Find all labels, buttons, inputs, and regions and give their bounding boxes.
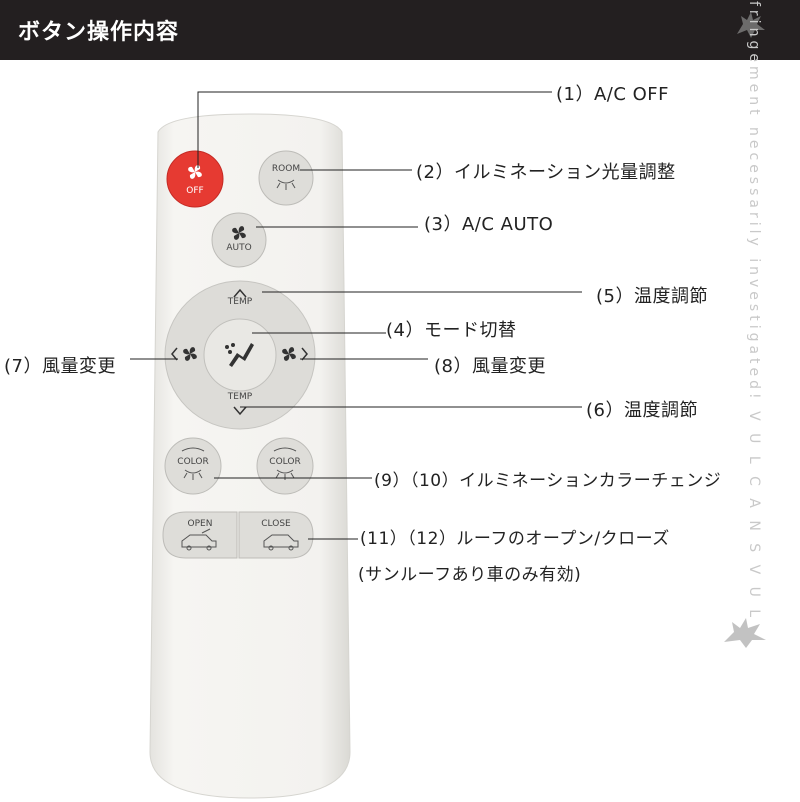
chevron-right-icon xyxy=(301,347,308,361)
vulcans-logo xyxy=(737,12,765,38)
label-ac-auto: (3）A/C AUTO xyxy=(424,214,554,235)
fan-down-button[interactable] xyxy=(170,343,204,365)
label-temp-down: (6）温度調節 xyxy=(586,400,698,421)
label-color-change: (9）（10）イルミネーションカラーチェンジ xyxy=(374,471,722,491)
color-right-label: COLOR xyxy=(269,457,301,467)
page-title: ボタン操作内容 xyxy=(18,20,180,45)
label-illumination-brightness: (2）イルミネーション光量調整 xyxy=(416,162,676,183)
color-right-button[interactable]: COLOR xyxy=(256,437,314,495)
chevron-down-icon xyxy=(233,406,247,416)
vulcans-logo-2 xyxy=(724,618,766,648)
chevron-left-icon xyxy=(171,347,178,361)
temp-down-label: TEMP xyxy=(227,392,253,402)
label-fan-up: (8）風量変更 xyxy=(434,356,546,377)
temp-up-button[interactable]: TEMP xyxy=(216,284,264,314)
header-bar: ボタン操作内容 xyxy=(0,0,800,60)
ac-off-button[interactable]: OFF xyxy=(166,150,224,208)
watermark-text: Infringement necessarily investigated! V… xyxy=(746,0,762,622)
light-icon xyxy=(183,469,203,480)
close-label: CLOSE xyxy=(261,519,291,529)
label-ac-off: (1）A/C OFF xyxy=(556,84,670,105)
color-left-button[interactable]: COLOR xyxy=(164,437,222,495)
open-label: OPEN xyxy=(187,519,213,529)
close-button[interactable]: CLOSE xyxy=(238,511,314,559)
temp-down-button[interactable]: TEMP xyxy=(216,392,264,418)
color-left-label: COLOR xyxy=(177,457,209,467)
label-fan-down: (7）風量変更 xyxy=(4,356,116,377)
fan-icon xyxy=(183,347,197,361)
chevron-up-icon xyxy=(233,288,247,298)
auto-label: AUTO xyxy=(226,243,252,253)
light-icon xyxy=(276,179,296,190)
label-mode-switch: (4）モード切替 xyxy=(386,320,517,341)
room-button[interactable]: ROOM xyxy=(258,150,314,206)
light-icon xyxy=(275,469,295,480)
label-temp-up: (5）温度調節 xyxy=(596,286,708,307)
mode-button[interactable] xyxy=(217,333,263,373)
ac-auto-button[interactable]: AUTO xyxy=(211,212,267,268)
car-icon xyxy=(181,528,217,551)
temp-up-label: TEMP xyxy=(227,297,253,307)
off-label: OFF xyxy=(186,186,204,196)
label-roof-open-close: (11）（12）ルーフのオープン/クローズ xyxy=(360,529,670,549)
room-label: ROOM xyxy=(271,164,301,174)
open-button[interactable]: OPEN xyxy=(162,511,238,559)
fan-icon xyxy=(232,226,246,240)
airflow-icon xyxy=(225,343,254,367)
car-icon xyxy=(263,534,299,551)
fan-icon xyxy=(282,347,296,361)
label-sunroof-note: (サンルーフあり車のみ有効) xyxy=(358,565,582,585)
fan-up-button[interactable] xyxy=(276,343,310,365)
